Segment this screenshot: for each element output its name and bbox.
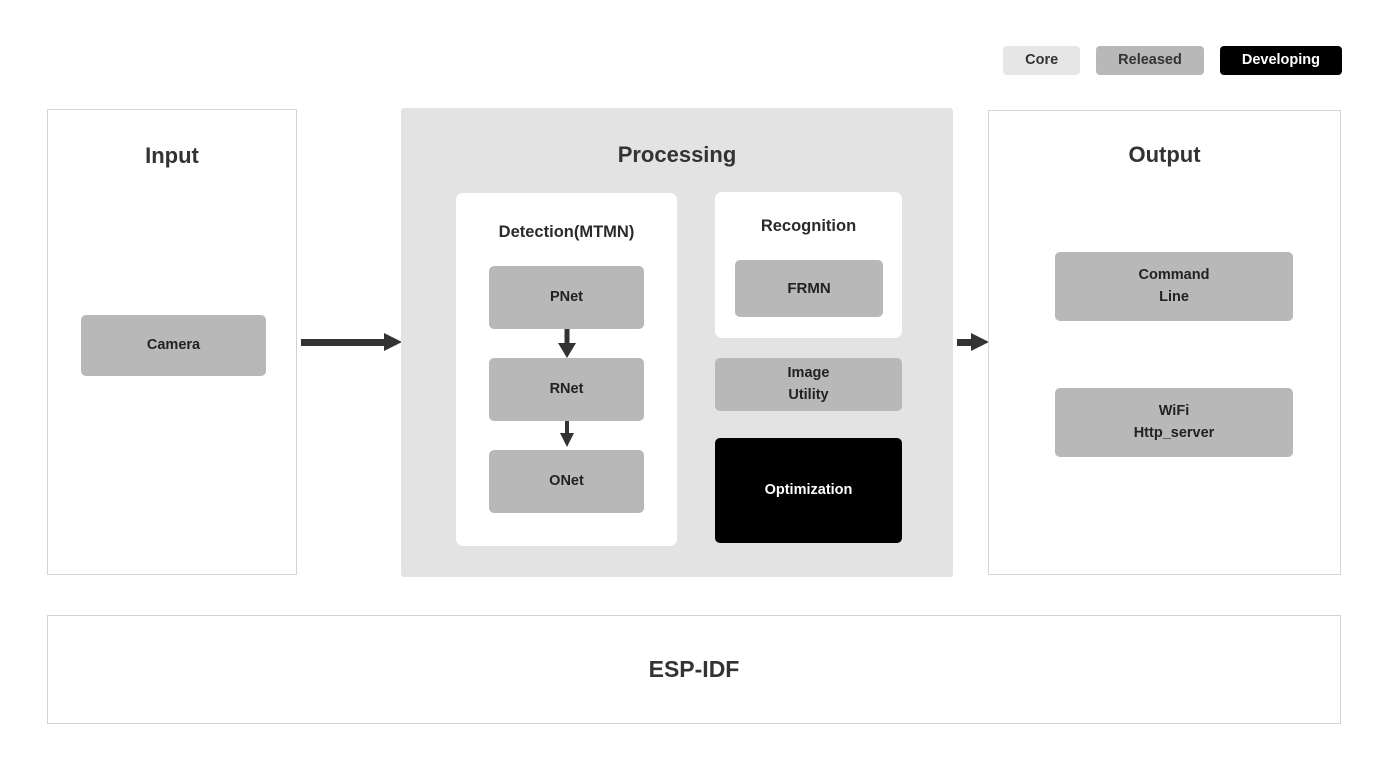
panel-output-title: Output: [1128, 142, 1201, 167]
block-optimization[interactable]: Optimization: [715, 438, 902, 543]
block-onet[interactable]: ONet: [489, 450, 644, 513]
detection-stage-stack: PNet RNet ONet: [489, 266, 644, 513]
block-frmn[interactable]: FRMN: [735, 260, 883, 317]
panel-processing: Processing Detection(MTMN) PNet RNet ONe…: [401, 108, 953, 577]
arrow-shaft: [564, 421, 569, 436]
arrow-input-to-processing-icon: [301, 333, 402, 351]
legend: Core Released Developing: [1003, 46, 1342, 75]
arrow-head: [557, 343, 576, 358]
arrow-shaft: [564, 329, 569, 346]
legend-chip-developing[interactable]: Developing: [1219, 46, 1342, 75]
arrow-head: [971, 333, 989, 351]
card-detection: Detection(MTMN) PNet RNet ONet: [456, 193, 677, 546]
arrow-head: [559, 433, 574, 447]
card-recognition-title: Recognition: [760, 217, 857, 235]
block-wifi-http-server[interactable]: WiFi Http_server: [1055, 388, 1293, 457]
panel-output: Output Command Line WiFi Http_server: [988, 110, 1341, 575]
card-detection-title: Detection(MTMN): [498, 223, 635, 241]
block-command-line[interactable]: Command Line: [1055, 252, 1293, 321]
panel-input-title: Input: [145, 143, 199, 168]
arrow-shaft: [957, 339, 972, 346]
card-recognition: Recognition FRMN: [715, 192, 902, 338]
arrow-rnet-to-onet-icon: [489, 421, 644, 450]
arrow-processing-to-output-icon: [957, 333, 989, 351]
block-rnet[interactable]: RNet: [489, 358, 644, 421]
arrow-pnet-to-rnet-icon: [489, 329, 644, 358]
legend-chip-core[interactable]: Core: [1003, 46, 1081, 75]
arrow-shaft: [301, 339, 385, 346]
panel-input: Input Camera: [47, 109, 297, 575]
block-camera[interactable]: Camera: [81, 315, 266, 376]
block-image-utility[interactable]: Image Utility: [715, 358, 902, 411]
block-pnet[interactable]: PNet: [489, 266, 644, 329]
panel-esp-idf: ESP-IDF: [47, 615, 1341, 724]
esp-idf-label: ESP-IDF: [648, 656, 740, 682]
panel-processing-title: Processing: [617, 142, 737, 167]
legend-chip-released[interactable]: Released: [1096, 46, 1204, 75]
arrow-head: [384, 333, 402, 351]
